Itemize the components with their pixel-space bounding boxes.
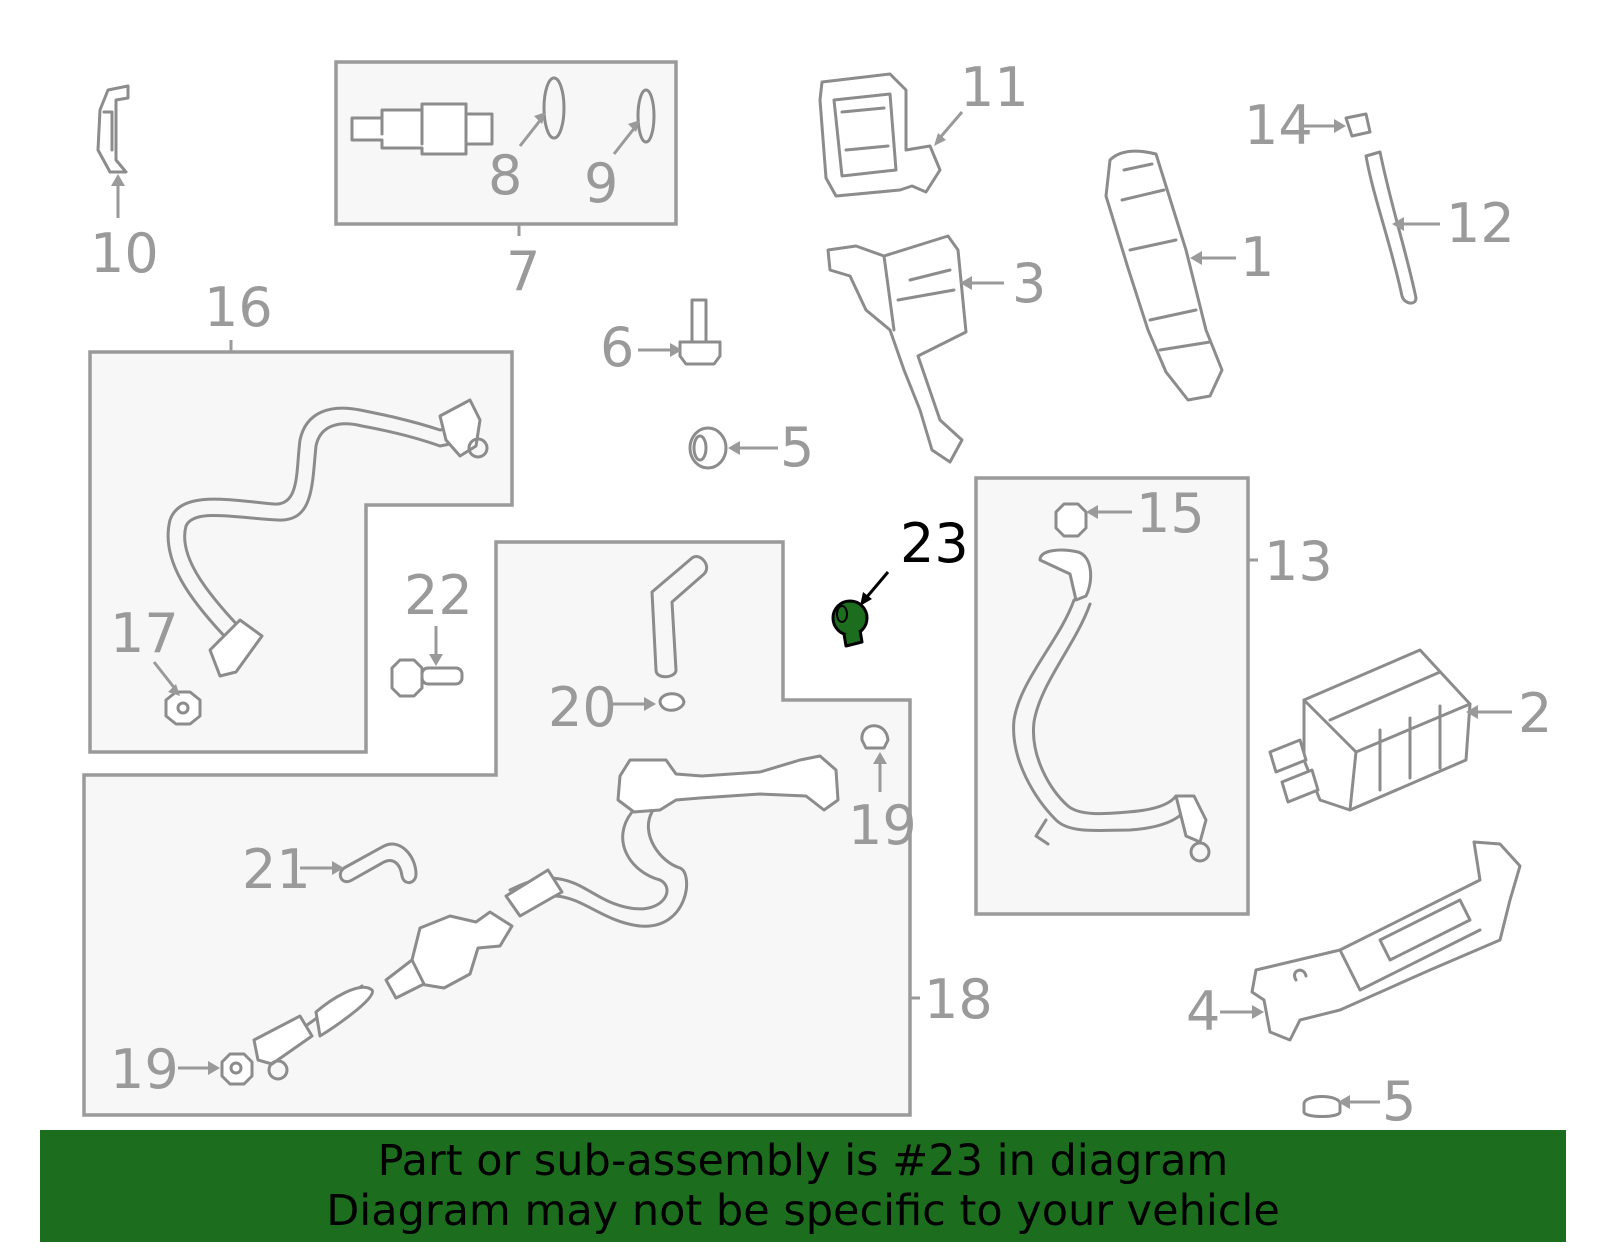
callout-17: 17 (110, 602, 179, 665)
callout-5c: 5 (1382, 1070, 1416, 1133)
part-5-grommet-upper (688, 426, 778, 470)
callout-11: 11 (960, 56, 1029, 119)
part-18-hose-assembly (252, 754, 840, 1081)
callout-18: 18 (924, 968, 993, 1031)
info-banner: Part or sub-assembly is #23 in diagram D… (40, 1130, 1566, 1242)
callout-5a: 5 (780, 416, 814, 479)
part-20-hose (612, 555, 709, 712)
callout-15: 15 (1136, 482, 1205, 545)
part-8-o-ring (542, 76, 566, 140)
callout-3: 3 (1012, 252, 1046, 315)
callout-7: 7 (506, 240, 540, 303)
part-9-o-ring (636, 88, 656, 144)
callout-23-highlighted: 23 (900, 512, 969, 575)
part-14-clip (1300, 112, 1372, 138)
banner-line-2: Diagram may not be specific to your vehi… (326, 1186, 1280, 1236)
part-22-bolt (390, 626, 464, 698)
part-12-hose (1364, 150, 1440, 305)
callout-2: 2 (1518, 682, 1552, 745)
part-19-cap-upper (860, 724, 890, 792)
part-21-hose (300, 842, 418, 884)
part-6-bolt (638, 298, 722, 366)
callout-9: 9 (584, 152, 618, 215)
part-4-canister-bracket (1220, 840, 1522, 1042)
part-23-highlighted (831, 571, 890, 648)
part-19-nut-lower (178, 1052, 254, 1086)
part-7-connector-assembly (350, 76, 656, 156)
part-13-hose-assembly (1012, 548, 1211, 863)
part-2-charcoal-canister (1268, 648, 1512, 812)
callout-19-upper: 19 (848, 794, 917, 857)
callout-16: 16 (204, 276, 273, 339)
part-3-bracket (826, 234, 1004, 464)
callout-1: 1 (1240, 226, 1274, 289)
callout-22: 22 (404, 564, 473, 627)
part-1-filler-pipe (1104, 149, 1236, 402)
part-17-nut (152, 661, 202, 726)
callout-12: 12 (1446, 192, 1515, 255)
callout-4: 4 (1186, 980, 1220, 1043)
group-box-18 (82, 540, 912, 1117)
callout-19-lower: 19 (110, 1038, 179, 1101)
callout-6: 6 (600, 316, 634, 379)
part-15-nut (1054, 502, 1132, 538)
banner-line-1: Part or sub-assembly is #23 in diagram (377, 1136, 1229, 1186)
group-box-16 (88, 350, 514, 754)
callout-20: 20 (548, 676, 617, 739)
callout-8: 8 (488, 144, 522, 207)
callout-21: 21 (242, 838, 311, 901)
callout-10: 10 (90, 222, 159, 285)
callout-14: 14 (1244, 94, 1313, 157)
part-10-clip (96, 84, 130, 218)
callout-13: 13 (1264, 530, 1333, 593)
part-5-nut-lower (1302, 1095, 1380, 1118)
part-11-purge-valve (818, 72, 964, 198)
part-16-hose-assembly (166, 398, 489, 678)
